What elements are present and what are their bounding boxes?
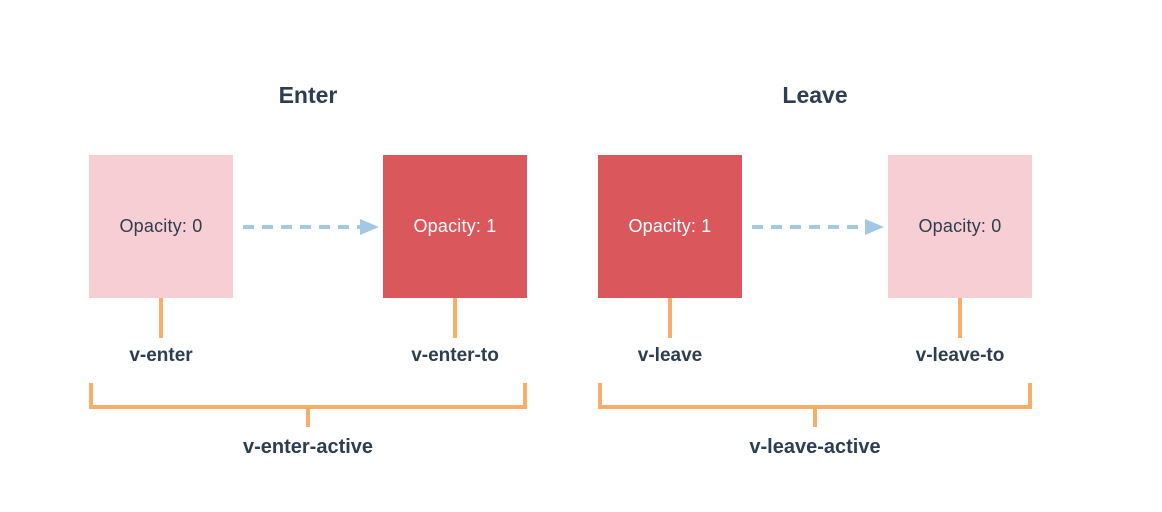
enter-to-connector-line xyxy=(453,298,457,338)
arrow-head-icon xyxy=(360,218,379,235)
arrow-head-icon xyxy=(865,218,884,235)
v-leave-label: v-leave xyxy=(637,345,703,366)
enter-to-box: Opacity: 1 xyxy=(383,155,527,298)
leave-active-bracket xyxy=(598,383,1032,427)
leave-to-box-label: Opacity: 0 xyxy=(918,216,1002,236)
leave-to-box: Opacity: 0 xyxy=(888,155,1032,298)
leave-class-labels-row: v-leave v-leave-to xyxy=(598,345,1032,367)
leave-to-connector-line xyxy=(958,298,962,338)
enter-active-bracket xyxy=(89,383,527,427)
enter-connector-row xyxy=(89,298,527,338)
leave-connector-row xyxy=(598,298,1032,338)
v-enter-active-label: v-enter-active xyxy=(242,436,374,458)
enter-class-labels-row: v-enter v-enter-to xyxy=(89,345,527,367)
leave-from-box: Opacity: 1 xyxy=(598,155,742,298)
v-enter-to-label: v-enter-to xyxy=(411,345,499,366)
v-enter-label: v-enter xyxy=(129,345,193,366)
enter-to-box-label: Opacity: 1 xyxy=(413,216,497,236)
leave-from-box-label: Opacity: 1 xyxy=(628,216,712,236)
enter-active-bracket-tick xyxy=(306,409,310,427)
leave-section-title: Leave xyxy=(782,82,848,108)
enter-section: Enter Opacity: 0 Opacity: 1 v-enter v-en… xyxy=(89,80,527,459)
leave-from-connector-line xyxy=(668,298,672,338)
enter-from-box: Opacity: 0 xyxy=(89,155,233,298)
enter-section-title: Enter xyxy=(278,82,338,108)
leave-active-bracket-tick xyxy=(813,409,817,427)
enter-from-box-label: Opacity: 0 xyxy=(119,216,203,236)
v-leave-active-label: v-leave-active xyxy=(749,436,881,458)
leave-boxes-row: Opacity: 1 Opacity: 0 xyxy=(598,155,1032,298)
dashed-line xyxy=(752,224,868,229)
dashed-line xyxy=(243,224,363,229)
enter-boxes-row: Opacity: 0 Opacity: 1 xyxy=(89,155,527,298)
enter-from-connector-line xyxy=(159,298,163,338)
leave-transition-arrow-icon xyxy=(752,218,884,235)
enter-transition-arrow-icon xyxy=(243,218,379,235)
v-leave-to-label: v-leave-to xyxy=(915,345,1005,366)
leave-section: Leave Opacity: 1 Opacity: 0 v-leave v-le… xyxy=(598,80,1032,459)
